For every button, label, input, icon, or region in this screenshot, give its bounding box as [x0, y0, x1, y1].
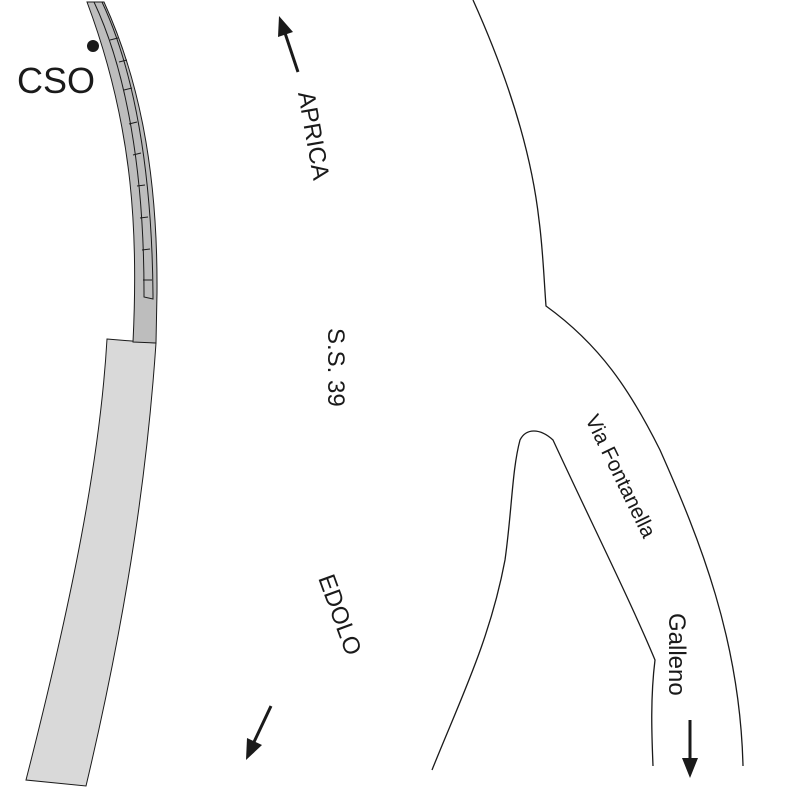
edolo-label: EDOLO [312, 571, 366, 659]
branch-road-edge [431, 430, 656, 771]
cso-label: CSO [17, 60, 95, 101]
main-road-outer-edge [472, 0, 744, 767]
rail-track [93, 1, 154, 300]
cso-point-marker [87, 40, 99, 52]
galleno-arrow [682, 720, 698, 778]
road-label: S.S. 39 [322, 328, 349, 407]
aprica-arrow [278, 16, 300, 73]
road-edges [431, 0, 744, 771]
aprica-label: APRICA [292, 89, 334, 182]
wide-grey-strip [25, 338, 157, 787]
edolo-arrow [246, 705, 273, 760]
narrow-grey-strip [86, 1, 158, 344]
galleno-label: Galleno [663, 613, 690, 696]
